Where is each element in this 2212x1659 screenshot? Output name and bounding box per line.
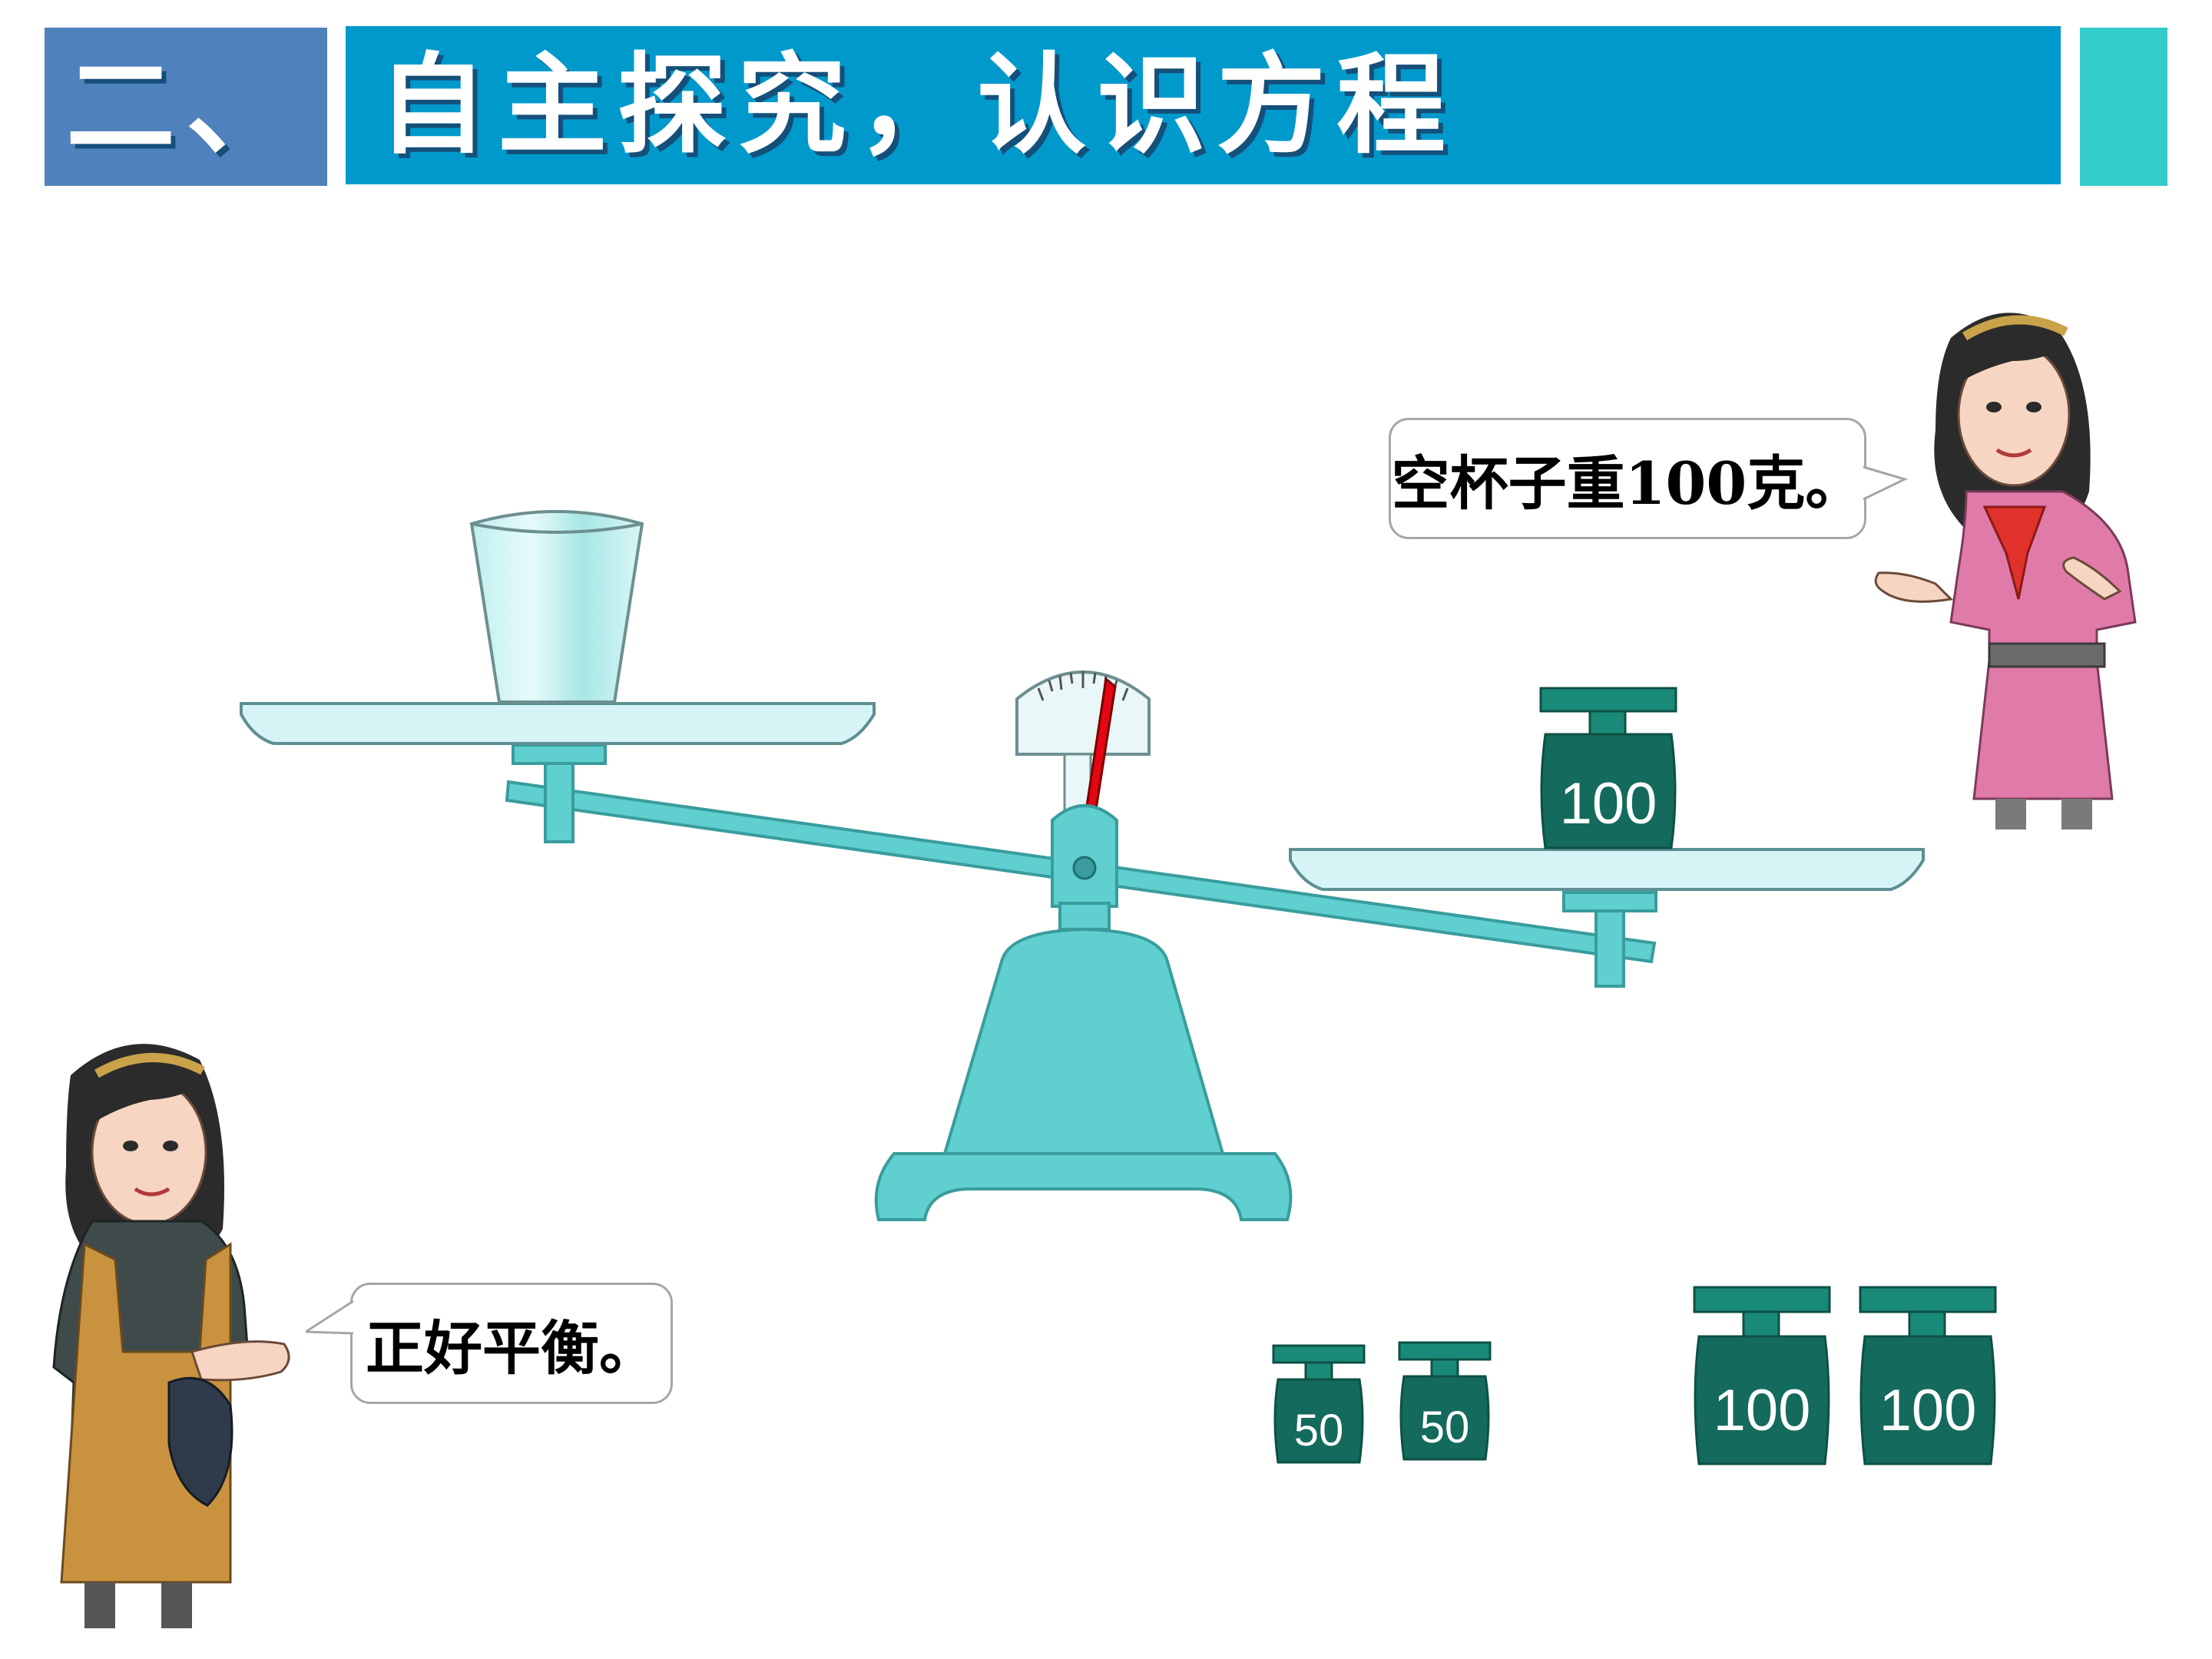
weight-100-b: 100	[1859, 1286, 1997, 1465]
section-number-box: 二、	[45, 28, 327, 186]
weight-100-b-label: 100	[1879, 1378, 1977, 1443]
balance-scale	[240, 510, 1925, 1221]
right-pan-collar	[1562, 891, 1657, 912]
weight-on-pan-label: 100	[1560, 771, 1657, 836]
weight-on-pan: 100	[1539, 687, 1677, 849]
left-pan-post	[544, 754, 575, 843]
weight-100-a-label: 100	[1714, 1378, 1811, 1443]
pivot-bolt	[1072, 856, 1097, 880]
weight-50-b: 50	[1398, 1341, 1492, 1461]
girl-right-illustration	[1874, 313, 2137, 830]
speech-tail-right	[1863, 465, 1909, 501]
right-pan	[1289, 848, 1925, 891]
speech-tail-left	[306, 1300, 353, 1335]
speech-text-left: 正好平衡。	[366, 1314, 657, 1382]
weight-50-b-label: 50	[1420, 1402, 1470, 1452]
scale-neck	[1058, 902, 1111, 931]
empty-cup	[469, 510, 644, 704]
cup-rim	[471, 522, 643, 534]
weight-50-a-label: 50	[1294, 1406, 1344, 1455]
left-pan-collar	[512, 743, 607, 765]
speech-text-right: 空杯子重100克。	[1391, 449, 1864, 518]
title-bar: 自主探究，认识方程	[346, 26, 2061, 184]
speech-bubble-left: 正好平衡。	[350, 1283, 673, 1404]
weight-100-a: 100	[1693, 1286, 1831, 1465]
scale-base	[874, 1152, 1293, 1221]
girl-left-illustration	[52, 1044, 290, 1628]
left-pan	[240, 702, 876, 745]
scale-body	[942, 927, 1225, 1155]
scale-dial	[1015, 671, 1151, 756]
section-number: 二、	[66, 43, 306, 171]
speech-bubble-right: 空杯子重100克。	[1389, 418, 1866, 539]
page-title: 自主探究，认识方程	[378, 41, 1456, 169]
weight-50-a: 50	[1272, 1344, 1366, 1464]
header-accent-block	[2080, 28, 2167, 186]
